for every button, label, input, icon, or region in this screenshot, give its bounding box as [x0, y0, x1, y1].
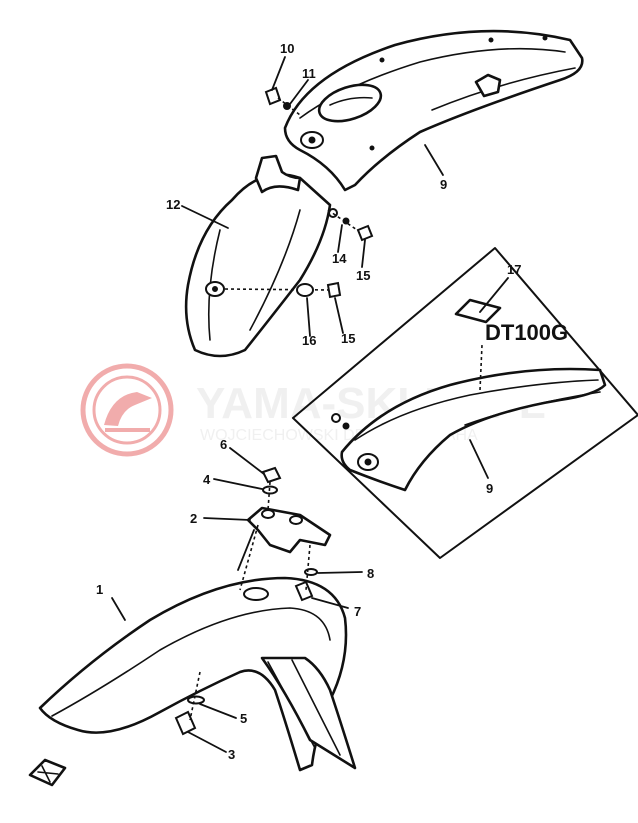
callout-labels: 1 2 3 4 5 6 7 8 9 9 10 11 12 14 15 15 16… — [96, 41, 521, 762]
callout-3: 3 — [228, 747, 235, 762]
model-label: DT100G — [485, 320, 568, 345]
hardware-7-8 — [294, 544, 318, 602]
callout-11: 11 — [302, 66, 316, 81]
callout-15-lower: 15 — [341, 331, 355, 346]
watermark-logo — [80, 363, 174, 457]
leader-lines — [111, 56, 509, 753]
callout-1: 1 — [96, 582, 103, 597]
mud-flap-part-12 — [184, 154, 332, 358]
callout-12: 12 — [166, 197, 180, 212]
callout-4: 4 — [203, 472, 211, 487]
callout-6: 6 — [220, 437, 227, 452]
callout-2: 2 — [190, 511, 197, 526]
callout-9-inset: 9 — [486, 481, 493, 496]
rear-fender-part-9 — [283, 29, 584, 192]
hardware-14-15 — [327, 208, 374, 242]
callout-5: 5 — [240, 711, 247, 726]
front-fender-part-1 — [28, 576, 357, 787]
callout-10: 10 — [280, 41, 294, 56]
callout-9-upper: 9 — [440, 177, 447, 192]
callout-15-upper: 15 — [356, 268, 370, 283]
callout-8: 8 — [367, 566, 374, 581]
callout-14: 14 — [332, 251, 347, 266]
hardware-3-5 — [174, 671, 205, 736]
callout-7: 7 — [354, 604, 361, 619]
hardware-16-15 — [224, 281, 342, 299]
bracket-part-2 — [239, 506, 332, 591]
callout-17: 17 — [507, 262, 521, 277]
dt100g-inset: DT100G — [292, 247, 638, 559]
callout-16: 16 — [302, 333, 316, 348]
hardware-4-6 — [261, 466, 282, 511]
